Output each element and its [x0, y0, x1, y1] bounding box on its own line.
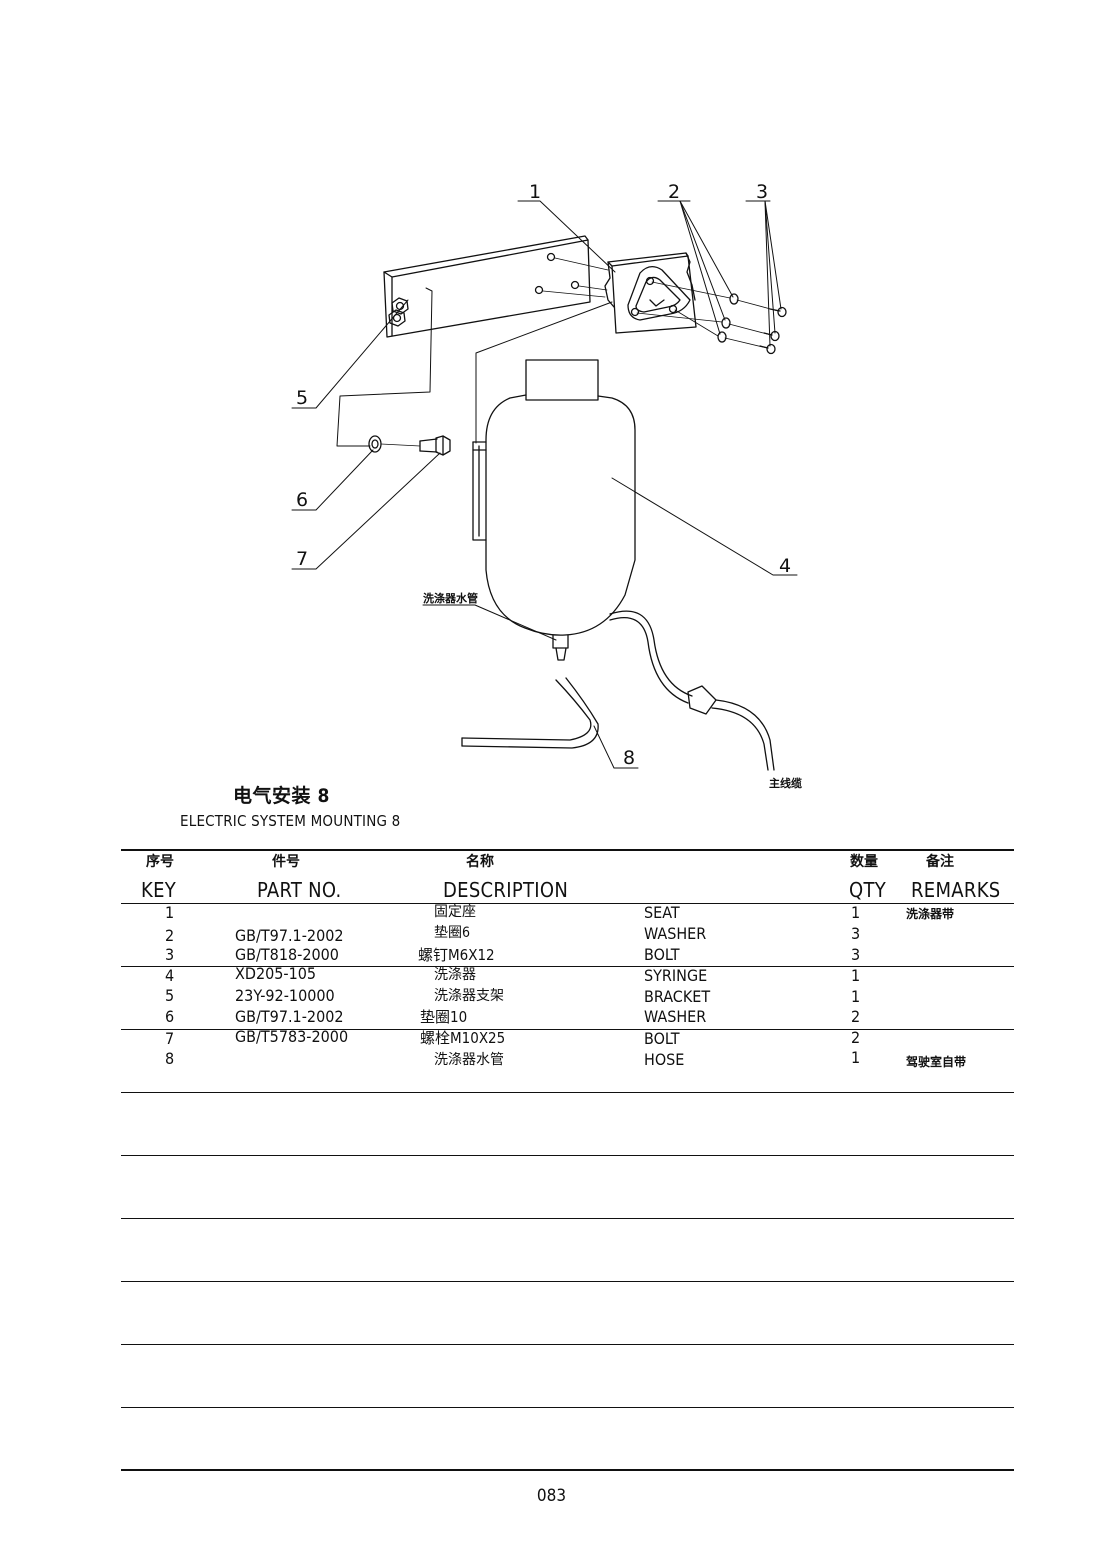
row-name-en: BOLT — [644, 1029, 680, 1048]
header-desc-en: DESCRIPTION — [443, 878, 569, 902]
header-desc-cn: 名称 — [466, 854, 494, 870]
row-name-cn: 螺栓M10X25 — [420, 1029, 506, 1047]
callout-1: 1 — [529, 181, 541, 203]
row-name-cn: 垫圈6 — [434, 925, 471, 941]
row-part-no: GB/T5783-2000 — [235, 1027, 349, 1046]
row-name-cn: 洗涤器支架 — [434, 988, 504, 1004]
row-part-no: GB/T818-2000 — [235, 945, 339, 964]
row-name-cn: 螺钉M6X12 — [418, 946, 495, 964]
row-qty: 1 — [851, 1048, 861, 1067]
bolt-part-7 — [419, 435, 451, 456]
header-part-cn: 件号 — [272, 854, 300, 870]
row-qty: 1 — [851, 987, 861, 1006]
row-key: 2 — [165, 926, 175, 945]
row-name-cn: 洗涤器水管 — [434, 1052, 504, 1068]
row-key: 8 — [165, 1049, 175, 1068]
empty-row-rule — [121, 1344, 1014, 1345]
callout-2: 2 — [668, 181, 680, 203]
row-qty: 1 — [851, 966, 861, 985]
washer-part-6 — [368, 435, 382, 453]
hose-label-cn: 洗涤器水管 — [423, 591, 478, 605]
row-part-no: GB/T97.1-2002 — [235, 1007, 344, 1026]
table-bottom-rule — [121, 1469, 1014, 1471]
row-name-cn: 洗涤器 — [434, 967, 476, 983]
header-remarks-cn: 备注 — [926, 854, 954, 870]
hose — [461, 677, 599, 749]
row-qty: 2 — [851, 1028, 861, 1047]
row-remarks: 洗涤器带 — [906, 907, 955, 921]
table-top-rule — [121, 849, 1014, 851]
row-part-no: 23Y-92-10000 — [235, 986, 335, 1005]
exploded-parts-diagram: 1 2 3 4 5 6 7 8 洗涤器水管 主线缆 — [291, 181, 802, 790]
row-name-cn: 固定座 — [434, 904, 476, 920]
row-part-no: XD205-105 — [235, 964, 317, 983]
group-rule — [121, 1029, 1014, 1030]
row-name-cn: 垫圈10 — [420, 1008, 468, 1026]
callout-3: 3 — [756, 181, 768, 203]
row-name-en: SYRINGE — [644, 966, 708, 985]
row-name-en: HOSE — [644, 1050, 685, 1069]
row-key: 5 — [165, 986, 175, 1005]
row-name-en: BOLT — [644, 945, 680, 964]
row-qty: 2 — [851, 1007, 861, 1026]
header-key-en: KEY — [141, 878, 177, 902]
callout-7: 7 — [296, 548, 308, 570]
title-chinese: 电气安装 8 — [233, 785, 330, 807]
row-key: 7 — [165, 1029, 175, 1048]
title-english: ELECTRIC SYSTEM MOUNTING 8 — [180, 812, 401, 830]
header-part-en: PART NO. — [257, 878, 342, 902]
header-key-cn: 序号 — [146, 854, 174, 870]
empty-row-rule — [121, 1281, 1014, 1282]
row-qty: 3 — [851, 945, 861, 964]
page-number: 083 — [536, 1486, 567, 1506]
empty-row-rule — [121, 1218, 1014, 1219]
row-part-no: GB/T97.1-2002 — [235, 926, 344, 945]
row-remarks: 驾驶室自带 — [906, 1055, 967, 1069]
main-cable-label-cn: 主线缆 — [769, 776, 802, 790]
seat-part — [604, 252, 697, 334]
row-name-en: WASHER — [644, 1007, 707, 1026]
washer-reservoir — [472, 359, 636, 661]
washers-part-2 — [717, 293, 739, 343]
callout-4: 4 — [779, 555, 791, 577]
row-key: 3 — [165, 945, 175, 964]
header-remarks-en: REMARKS — [911, 878, 1001, 902]
row-name-en: SEAT — [644, 903, 680, 922]
row-key: 1 — [165, 903, 175, 922]
header-qty-en: QTY — [849, 878, 887, 902]
row-name-en: BRACKET — [644, 987, 711, 1006]
bolts-part-3 — [759, 306, 787, 355]
callout-8: 8 — [623, 747, 635, 769]
row-qty: 3 — [851, 924, 861, 943]
empty-row-rule — [121, 1407, 1014, 1408]
callout-5: 5 — [296, 387, 308, 409]
callout-6: 6 — [296, 489, 308, 511]
group-rule — [121, 966, 1014, 967]
header-qty-cn: 数量 — [850, 854, 878, 870]
empty-row-rule — [121, 1155, 1014, 1156]
row-name-en: WASHER — [644, 924, 707, 943]
row-key: 6 — [165, 1007, 175, 1026]
row-qty: 1 — [851, 903, 861, 922]
empty-row-rule — [121, 1092, 1014, 1093]
header-rule — [121, 903, 1014, 904]
main-cable — [609, 610, 775, 771]
row-key: 4 — [165, 966, 175, 985]
